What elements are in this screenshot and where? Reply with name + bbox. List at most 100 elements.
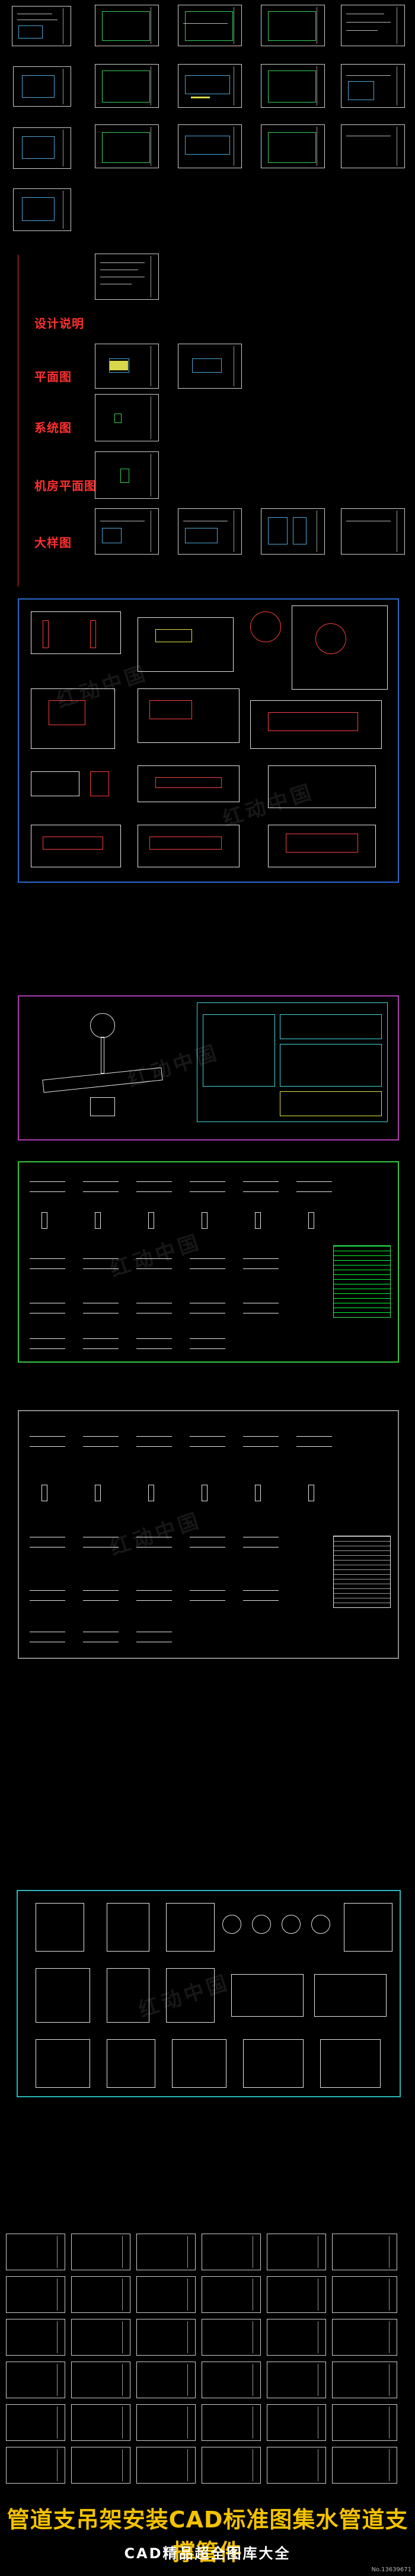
pipe-fitting: [95, 1212, 101, 1229]
cad-sheet-thumbnail[interactable]: [267, 2404, 326, 2441]
pipe-fittings-sheet-2: 红动中国: [18, 1410, 399, 1659]
cad-sheet-thumbnail[interactable]: [261, 64, 325, 108]
cad-sheet-thumbnail[interactable]: [202, 2319, 261, 2356]
cad-sheet-thumbnail[interactable]: [6, 2319, 65, 2356]
cad-sheet-thumbnail[interactable]: [136, 2447, 196, 2484]
pipe-hanger-detail: [315, 623, 346, 654]
pipe-hanger-detail: [101, 1037, 104, 1074]
cad-sheet-thumbnail[interactable]: [12, 6, 71, 46]
cad-sheet-thumbnail[interactable]: [95, 508, 159, 555]
cad-sheet-thumbnail[interactable]: [6, 2362, 65, 2398]
pipe-support-detail: [243, 2039, 304, 2088]
cad-sheet-thumbnail[interactable]: [6, 2234, 65, 2270]
cad-sheet-thumbnail[interactable]: [341, 64, 405, 108]
cad-sheet-thumbnail[interactable]: [13, 127, 71, 169]
cad-sheet-thumbnail[interactable]: [95, 254, 159, 300]
pipe-fitting: [136, 1303, 172, 1313]
pipe-support-detail: [268, 825, 376, 867]
pipe-support-detail: [320, 2039, 381, 2088]
cad-sheet-thumbnail[interactable]: [71, 2447, 130, 2484]
cad-sheet-thumbnail[interactable]: [71, 2234, 130, 2270]
image-number: No.13639671: [371, 2567, 412, 2573]
cad-sheet-thumbnail[interactable]: [267, 2447, 326, 2484]
thumbnail-grid-section: [0, 0, 415, 249]
pipe-fitting: [136, 1632, 172, 1642]
cad-sheet-thumbnail[interactable]: [13, 66, 71, 107]
cad-sheet-thumbnail[interactable]: [341, 5, 405, 46]
pipe-support-detail: [268, 765, 376, 808]
thumbnail-mosaic-section: [6, 2234, 409, 2488]
cad-sheet-thumbnail[interactable]: [178, 5, 242, 46]
pipe-hanger-detail: [166, 1903, 215, 1952]
pipe-fitting: [30, 1632, 65, 1642]
pipe-fitting: [308, 1212, 314, 1229]
pipe-support-detail: [314, 1974, 387, 2017]
cad-sheet-thumbnail[interactable]: [332, 2276, 397, 2313]
pipe-fitting: [136, 1181, 172, 1192]
cad-sheet-thumbnail[interactable]: [332, 2234, 397, 2270]
cad-sheet-thumbnail[interactable]: [136, 2276, 196, 2313]
cad-sheet-thumbnail[interactable]: [71, 2276, 130, 2313]
cad-sheet-thumbnail[interactable]: [6, 2404, 65, 2441]
cad-sheet-thumbnail[interactable]: [341, 508, 405, 555]
cad-sheet-thumbnail[interactable]: [178, 64, 242, 108]
pipe-fitting: [202, 1485, 208, 1501]
cad-sheet-thumbnail[interactable]: [202, 2234, 261, 2270]
pipe-fitting: [83, 1436, 119, 1447]
pipe-support-detail: [43, 837, 103, 850]
cad-sheet-thumbnail[interactable]: [13, 188, 71, 231]
cad-sheet-thumbnail[interactable]: [136, 2404, 196, 2441]
pipe-fitting-row-2: [30, 1482, 385, 1506]
pipe-support-table: [280, 1014, 382, 1039]
cad-sheet-thumbnail[interactable]: [332, 2447, 397, 2484]
cad-sheet-thumbnail[interactable]: [136, 2362, 196, 2398]
cad-sheet-thumbnail[interactable]: [332, 2362, 397, 2398]
cad-sheet-thumbnail[interactable]: [71, 2362, 130, 2398]
cad-sheet-thumbnail[interactable]: [267, 2234, 326, 2270]
cad-sheet-thumbnail[interactable]: [95, 394, 159, 441]
pipe-hanger-detail: [107, 1903, 149, 1952]
cad-sheet-thumbnail[interactable]: [6, 2447, 65, 2484]
cad-sheet-thumbnail[interactable]: [267, 2362, 326, 2398]
cad-sheet-thumbnail[interactable]: [261, 508, 325, 555]
pipe-fitting: [83, 1338, 119, 1349]
cad-sheet-thumbnail[interactable]: [136, 2234, 196, 2270]
pipe-support-detail: [107, 1968, 149, 2023]
cad-sheet-thumbnail[interactable]: [136, 2319, 196, 2356]
pipe-fitting: [42, 1485, 47, 1501]
cad-sheet-thumbnail[interactable]: [202, 2447, 261, 2484]
pipe-hanger-detail: [282, 1915, 301, 1934]
cad-sheet-thumbnail[interactable]: [267, 2319, 326, 2356]
cad-sheet-thumbnail[interactable]: [95, 64, 159, 108]
pipe-fitting: [30, 1303, 65, 1313]
cad-sheet-thumbnail[interactable]: [202, 2276, 261, 2313]
cad-sheet-thumbnail[interactable]: [332, 2404, 397, 2441]
cad-sheet-thumbnail[interactable]: [178, 508, 242, 555]
cad-sheet-thumbnail[interactable]: [95, 344, 159, 389]
pipe-support-detail: [166, 1968, 215, 2023]
cad-sheet-thumbnail[interactable]: [202, 2404, 261, 2441]
cad-sheet-thumbnail[interactable]: [332, 2319, 397, 2356]
pipe-hanger-detail: [90, 1097, 115, 1116]
cad-sheet-thumbnail[interactable]: [95, 451, 159, 499]
cad-sheet-thumbnail[interactable]: [178, 124, 242, 168]
cad-sheet-thumbnail[interactable]: [95, 5, 159, 46]
pipe-fitting: [95, 1485, 101, 1501]
pipe-fitting: [190, 1181, 225, 1192]
pipe-support-detail: [286, 834, 358, 853]
banner-subtitle: CAD精品超全图库大全: [124, 2545, 291, 2562]
cad-sheet-thumbnail[interactable]: [178, 344, 242, 389]
cad-sheet-thumbnail[interactable]: [261, 124, 325, 168]
label-floor-plan: 平面图: [34, 370, 72, 384]
cad-sheet-thumbnail[interactable]: [95, 124, 159, 168]
title-block: [280, 1091, 382, 1116]
cad-sheet-thumbnail[interactable]: [267, 2276, 326, 2313]
cad-sheet-thumbnail[interactable]: [71, 2404, 130, 2441]
cad-sheet-thumbnail[interactable]: [261, 5, 325, 46]
cad-sheet-thumbnail[interactable]: [71, 2319, 130, 2356]
pipe-fitting: [83, 1590, 119, 1601]
cad-sheet-thumbnail[interactable]: [6, 2276, 65, 2313]
pipe-fitting: [83, 1537, 119, 1547]
cad-sheet-thumbnail[interactable]: [341, 124, 405, 168]
cad-sheet-thumbnail[interactable]: [202, 2362, 261, 2398]
